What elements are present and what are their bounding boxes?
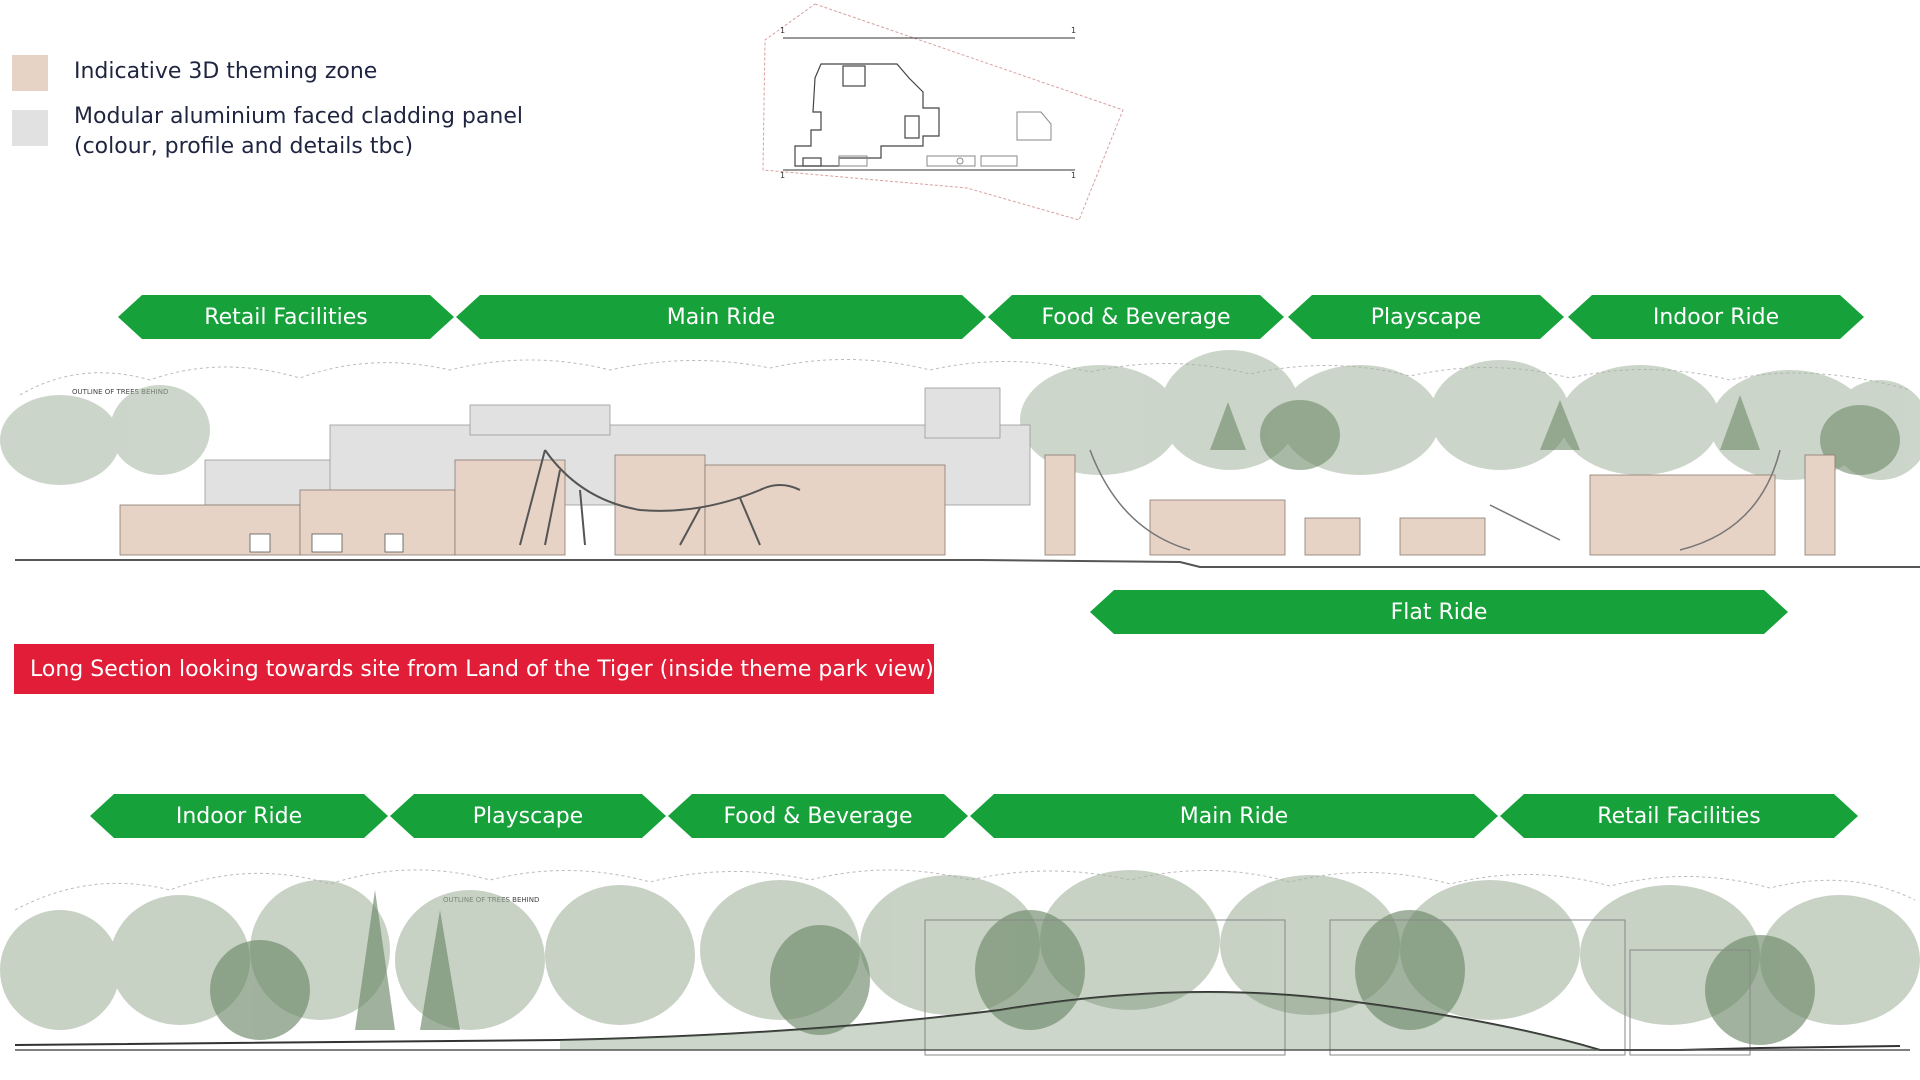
legend-swatch-theming-zone bbox=[12, 55, 48, 91]
banner-retail-facilities: Retail Facilities bbox=[118, 295, 454, 339]
ground-line-top bbox=[15, 559, 1920, 568]
ride-arcs-top bbox=[1089, 449, 1781, 551]
window-openings-top bbox=[249, 533, 404, 553]
banner-food-beverage: Food & Beverage bbox=[988, 295, 1284, 339]
roller-coaster-structure bbox=[519, 449, 801, 546]
key-plan-marker: 1 bbox=[1071, 26, 1076, 35]
ground-fill-bottom bbox=[560, 992, 1600, 1050]
building-footprint bbox=[794, 63, 940, 167]
banner-main-ride: Main Ride bbox=[970, 794, 1498, 838]
section-title: Long Section looking towards site from L… bbox=[14, 644, 934, 694]
banner-indoor-ride: Indoor Ride bbox=[90, 794, 388, 838]
banner-food-beverage: Food & Beverage bbox=[668, 794, 968, 838]
key-plan-marker: 1 bbox=[780, 171, 785, 180]
banner-flat-ride: Flat Ride bbox=[1090, 590, 1788, 634]
site-boundary bbox=[762, 3, 1124, 221]
legend-label-cladding-panel-note: (colour, profile and details tbc) bbox=[74, 134, 414, 159]
elevation-top: OUTLINE OF TREES BEHIND bbox=[0, 350, 1920, 568]
banner-playscape: Playscape bbox=[1288, 295, 1564, 339]
banner-main-ride: Main Ride bbox=[456, 295, 986, 339]
tree-outline-label: OUTLINE OF TREES BEHIND bbox=[72, 388, 168, 396]
theming-zones-top bbox=[119, 454, 1836, 556]
legend-label-cladding-panel: Modular aluminium faced cladding panel bbox=[74, 104, 523, 129]
key-plan: 1 1 1 1 bbox=[762, 3, 1124, 221]
banner-playscape: Playscape bbox=[390, 794, 666, 838]
legend-label-theming-zone: Indicative 3D theming zone bbox=[74, 59, 378, 84]
legend-swatch-cladding-panel bbox=[12, 110, 48, 146]
key-plan-marker: 1 bbox=[1071, 171, 1076, 180]
elevation-bottom: OUTLINE OF TREES BEHIND bbox=[0, 869, 1920, 1056]
key-plan-marker: 1 bbox=[780, 26, 785, 35]
tree-band-bottom-dark bbox=[210, 890, 1815, 1045]
banner-retail-facilities: Retail Facilities bbox=[1500, 794, 1858, 838]
outbuilding-footprint bbox=[838, 111, 1052, 167]
building-outline-behind-trees bbox=[924, 919, 1751, 1056]
tree-band-top-dark bbox=[1210, 395, 1900, 475]
banner-indoor-ride: Indoor Ride bbox=[1568, 295, 1864, 339]
ground-mound-bottom bbox=[14, 991, 1901, 1051]
